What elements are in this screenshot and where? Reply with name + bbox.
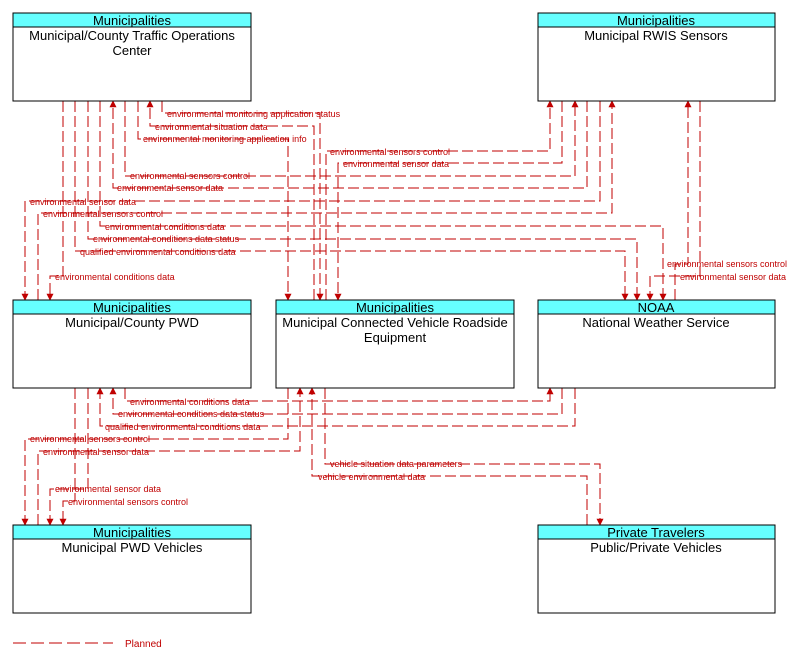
legend: Planned: [13, 639, 162, 650]
flow-line-f24: [308, 387, 588, 525]
node-category: Municipalities: [356, 300, 435, 315]
node-title: Equipment: [364, 330, 427, 345]
node-category: NOAA: [638, 300, 675, 315]
node-rwis-sensors[interactable]: Municipalities Municipal RWIS Sensors: [537, 12, 776, 102]
flow-label-f07: environmental sensor data: [117, 183, 223, 193]
node-category: Municipalities: [617, 13, 696, 28]
node-title: Center: [112, 43, 152, 58]
flow-line-f01: [161, 101, 324, 301]
flow-label-f12: qualified environmental conditions data: [80, 247, 236, 257]
legend-planned-label: Planned: [125, 639, 162, 650]
flow-line-f14: [674, 100, 692, 300]
node-title: Municipal Connected Vehicle Roadside: [282, 315, 507, 330]
node-national-weather-service[interactable]: NOAA National Weather Service: [537, 299, 776, 389]
flow-line-f16: [124, 387, 554, 402]
flow-label-f01: environmental monitoring application sta…: [167, 109, 341, 119]
flow-label-f23: vehicle situation data parameters: [330, 459, 463, 469]
flow-line-f13: [46, 101, 64, 301]
flow-label-f13: environmental conditions data: [55, 272, 175, 282]
node-category: Private Travelers: [607, 525, 705, 540]
flow-line-f10: [99, 101, 667, 301]
flow-label-f08: environmental sensor data: [30, 197, 136, 207]
flow-label-f15: environmental sensor data: [680, 272, 786, 282]
flow-label-f09: environmental sensors control: [43, 209, 163, 219]
node-title: National Weather Service: [582, 315, 729, 330]
flow-label-f03: environmental monitoring application inf…: [143, 134, 307, 144]
flow-label-f10: environmental conditions data: [105, 222, 225, 232]
flow-line-f19: [21, 388, 289, 526]
flow-label-f24: vehicle environmental data: [318, 472, 425, 482]
flow-label-f06: environmental sensors control: [130, 171, 250, 181]
flow-lines: [21, 100, 701, 526]
flow-labels: environmental monitoring application sta…: [30, 109, 787, 507]
flow-label-f05: environmental sensor data: [343, 159, 449, 169]
flow-line-f07: [109, 100, 588, 189]
flow-label-f17: environmental conditions data status: [118, 409, 265, 419]
node-category: Municipalities: [93, 525, 172, 540]
flow-line-f11: [87, 101, 641, 301]
flow-label-f02: environmental situation data: [155, 122, 268, 132]
flow-label-f18: qualified environmental conditions data: [105, 422, 261, 432]
flow-label-f20: environmental sensor data: [43, 447, 149, 457]
flow-label-f16: environmental conditions data: [130, 397, 250, 407]
flow-line-f04: [325, 100, 554, 300]
flow-label-f14: environmental sensors control: [667, 259, 787, 269]
node-category: Municipalities: [93, 300, 172, 315]
flow-label-f21: environmental sensor data: [55, 484, 161, 494]
flow-line-f02: [146, 100, 315, 300]
flow-label-f19: environmental sensors control: [30, 434, 150, 444]
flow-label-f11: environmental conditions data status: [93, 234, 240, 244]
flow-line-f22: [59, 388, 76, 526]
node-pwd-vehicles[interactable]: Municipalities Municipal PWD Vehicles: [12, 524, 252, 614]
flow-line-f23: [324, 388, 604, 526]
flow-line-f06: [124, 100, 579, 177]
flow-line-f12: [74, 101, 629, 301]
flow-line-f05: [334, 101, 563, 301]
flow-line-f15: [646, 101, 701, 301]
node-traffic-operations-center[interactable]: Municipalities Municipal/County Traffic …: [12, 12, 252, 102]
flow-label-f22: environmental sensors control: [68, 497, 188, 507]
node-county-pwd[interactable]: Municipalities Municipal/County PWD: [12, 299, 252, 389]
flow-line-f03: [137, 101, 292, 301]
node-title: Municipal/County Traffic Operations: [29, 28, 235, 43]
flow-line-f08: [21, 101, 601, 301]
node-title: Municipal PWD Vehicles: [62, 540, 203, 555]
node-category: Municipalities: [93, 13, 172, 28]
flow-line-f18: [96, 387, 576, 427]
node-title: Municipal/County PWD: [65, 315, 199, 330]
flow-label-f04: environmental sensors control: [330, 147, 450, 157]
flow-line-f17: [109, 387, 563, 415]
node-public-private-vehicles[interactable]: Private Travelers Public/Private Vehicle…: [537, 524, 776, 614]
node-title: Public/Private Vehicles: [590, 540, 722, 555]
flow-line-f21: [46, 388, 89, 526]
node-connected-vehicle-roadside-equipment[interactable]: Municipalities Municipal Connected Vehic…: [275, 299, 515, 389]
node-title: Municipal RWIS Sensors: [584, 28, 728, 43]
flow-line-f20: [37, 387, 304, 525]
